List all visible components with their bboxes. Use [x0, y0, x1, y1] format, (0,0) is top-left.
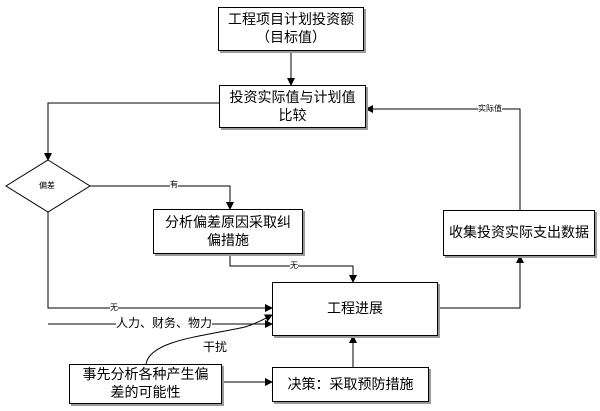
- decision-box: 决策：采取预防措施: [272, 367, 429, 402]
- compare-line2: 比较: [278, 107, 307, 124]
- edge-deviation-to-progress: [47, 212, 273, 312]
- collect-box: 收集投资实际支出数据: [443, 210, 595, 256]
- risk-analysis-box: 事先分析各种产生偏 差的可能性: [69, 364, 222, 404]
- resources-label: 人力、财务、物力: [116, 316, 213, 330]
- progress-box: 工程进展: [272, 282, 438, 336]
- none-label-analyze: 无: [290, 261, 298, 271]
- edge-deviation-to-analyze: [90, 185, 234, 210]
- decision-label: 决策：采取预防措施: [287, 376, 414, 393]
- collect-label: 收集投资实际支出数据: [449, 225, 589, 241]
- progress-label: 工程进展: [327, 301, 383, 317]
- risk-analysis-line2: 差的可能性: [110, 385, 181, 401]
- none-label-deviation: 无: [110, 303, 118, 313]
- deviation-label: 偏差: [39, 181, 55, 190]
- target-investment-line1: 工程项目计划投资额: [228, 12, 354, 28]
- analyze-box: 分析偏差原因采取纠 偏措施: [153, 209, 303, 254]
- edge-collect-to-compare: [365, 105, 521, 210]
- risk-analysis-line1: 事先分析各种产生偏: [82, 367, 209, 383]
- analyze-line1: 分析偏差原因采取纠: [165, 214, 291, 231]
- has-label: 有: [170, 180, 178, 190]
- edge-interference-to-progress: [145, 314, 273, 365]
- target-investment-line2: （目标值）: [256, 30, 326, 46]
- edge-progress-to-collect: [438, 255, 524, 309]
- actual-value-label: 实际值: [478, 104, 502, 114]
- interference-label: 干扰: [203, 340, 228, 354]
- compare-box: 投资实际值与计划值 比较: [219, 85, 366, 128]
- deviation-diamond-shape: [5, 159, 91, 213]
- compare-line1: 投资实际值与计划值: [229, 89, 356, 106]
- edge-compare-to-deviation: [44, 102, 219, 161]
- analyze-line2: 偏措施: [207, 232, 249, 249]
- target-investment-box: 工程项目计划投资额 （目标值）: [218, 7, 364, 51]
